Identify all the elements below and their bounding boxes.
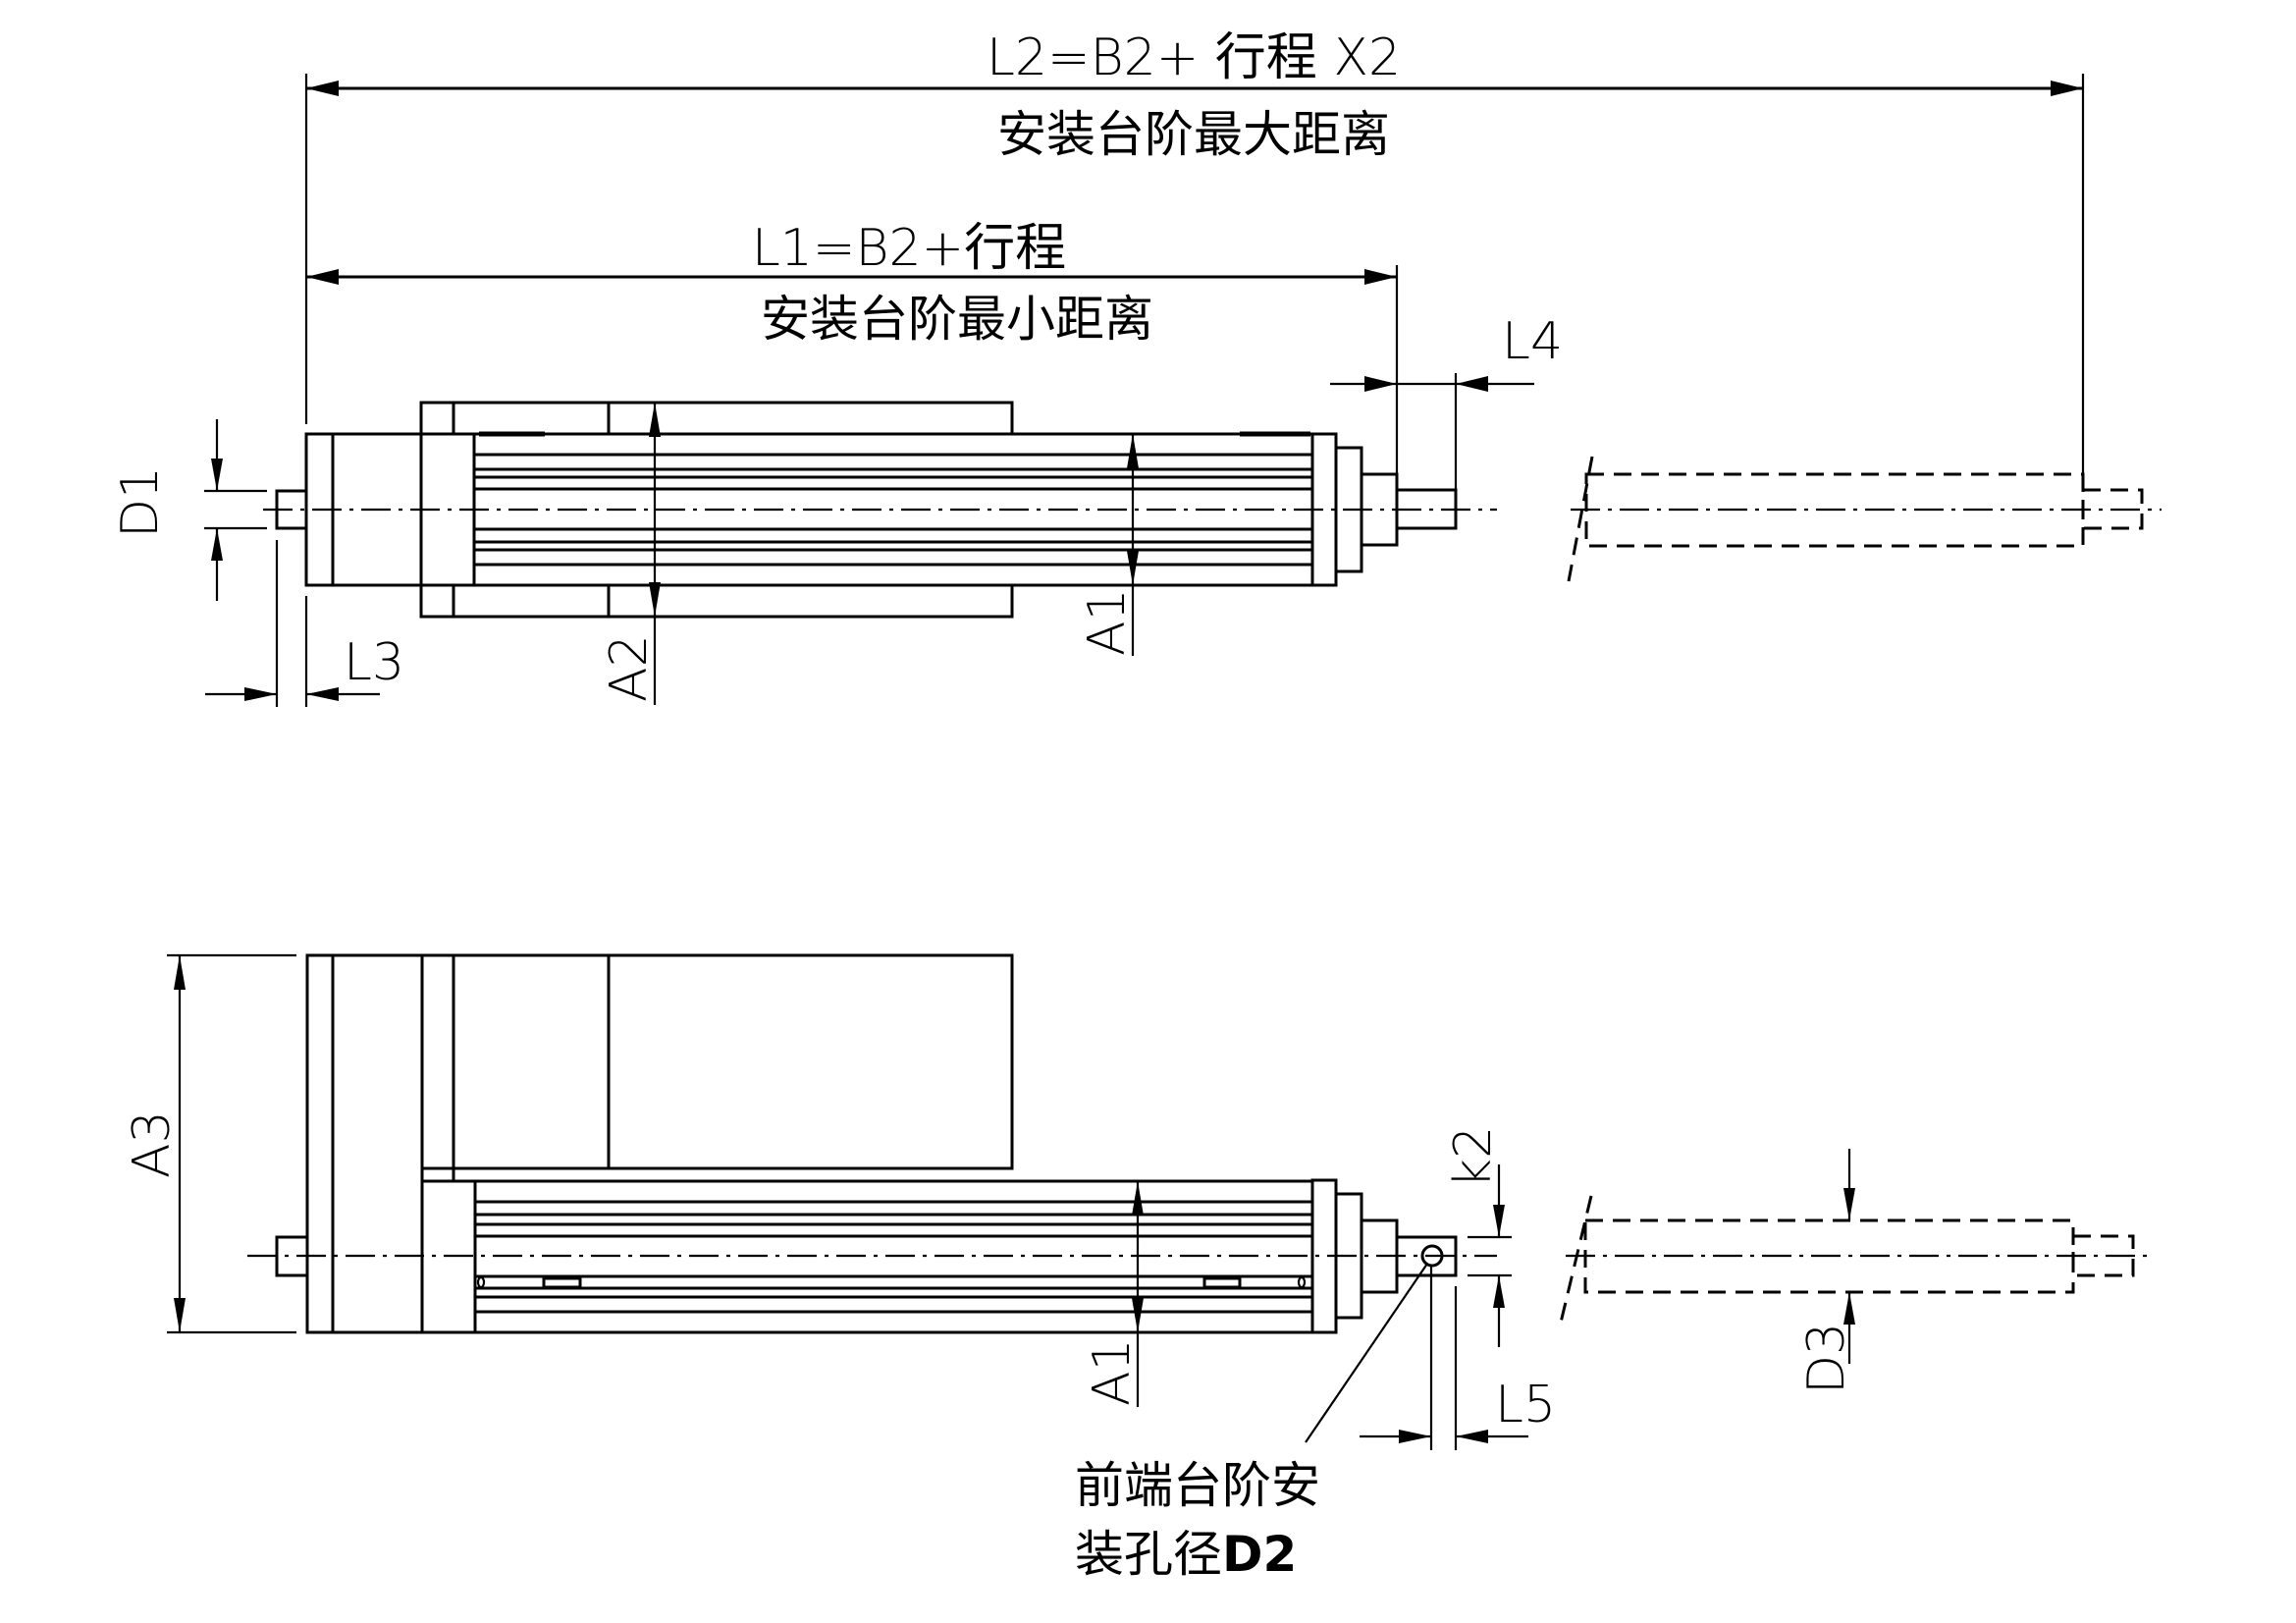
a1-dimension-side: A1 (1083, 1181, 1144, 1407)
a2-label: A2 (600, 634, 659, 702)
l3-arrow-left (244, 687, 277, 701)
d3-arrow-top (1843, 1188, 1855, 1220)
a1-arrow-top-side (1132, 1181, 1144, 1216)
rear-mount-plate (305, 953, 424, 1334)
l5-dimension: L5 (1360, 1266, 1556, 1450)
k2-label: k2 (1444, 1126, 1503, 1188)
d3-label: D3 (1797, 1323, 1856, 1394)
l5-arrow-right (1456, 1430, 1488, 1443)
screw-right-icon (1297, 1275, 1307, 1289)
a2-arrow-bottom (649, 582, 661, 617)
l2-arrow-left (306, 81, 339, 96)
l1-arrow-right (1364, 269, 1397, 285)
d1-dimension: D1 (111, 419, 267, 601)
d3-arrow-bottom (1843, 1292, 1855, 1325)
screw-left-icon (476, 1275, 486, 1289)
a1-arrow-bottom (1127, 551, 1139, 585)
l2-caption-label: 安装台阶最大距离 (997, 106, 1390, 163)
l2-arrow-right (2051, 81, 2083, 96)
l4-label: L4 (1502, 312, 1563, 371)
a1-arrow-top (1127, 434, 1139, 468)
l3-arrow-right (306, 687, 339, 701)
d1-arrow-bottom (211, 528, 223, 561)
break-line-side (1559, 1195, 1593, 1324)
side-view: A3 (123, 953, 2150, 1583)
note-line-1: 前端台阶安 (1075, 1457, 1320, 1514)
limit-switch-left (542, 1276, 582, 1289)
limit-switch-right (1202, 1276, 1242, 1289)
d1-arrow-top (211, 459, 223, 491)
l1-caption-label: 安装台阶最小距离 (761, 291, 1153, 348)
profile-fins-side (475, 1200, 1312, 1314)
motor-box (420, 953, 1014, 1170)
l1-arrow-left (306, 269, 339, 285)
l5-arrow-left (1399, 1430, 1431, 1443)
a1-label: A1 (1078, 588, 1137, 656)
l4-arrow-right (1456, 376, 1488, 392)
a2-arrow-top (649, 403, 661, 437)
l4-arrow-left (1364, 376, 1397, 392)
k2-arrow-bottom (1493, 1275, 1505, 1308)
l3-label: L3 (344, 633, 404, 692)
d3-dimension: D3 (1797, 1149, 1856, 1394)
l2-dimension: L2=B2+ 行程 X2 安装台阶最大距离 (304, 28, 2085, 474)
l1-formula-label: L1=B2+行程 (752, 219, 1066, 278)
hole-leader-line (1305, 1263, 1428, 1443)
note-line-2: 装孔径D2 (1075, 1526, 1297, 1583)
a1-arrow-bottom-side (1132, 1298, 1144, 1332)
l5-label: L5 (1495, 1376, 1556, 1434)
a3-dimension: A3 (123, 953, 296, 1334)
a1-dimension-top: A1 (1078, 434, 1139, 656)
a1-label-side: A1 (1083, 1338, 1142, 1406)
l3-dimension: L3 (205, 540, 404, 707)
break-line (1567, 456, 1594, 582)
l2-formula-label: L2=B2+ 行程 X2 (987, 28, 1401, 87)
a3-arrow-top (174, 955, 186, 990)
l1-dimension: L1=B2+行程 安装台阶最小距离 (306, 219, 1399, 474)
d1-label: D1 (111, 466, 170, 538)
note-line-2-d2: D2 (1222, 1526, 1297, 1583)
k2-dimension: k2 (1444, 1126, 1512, 1347)
a3-label: A3 (123, 1110, 182, 1178)
a3-arrow-bottom (174, 1298, 186, 1332)
note-line-2-prefix: 装孔径 (1075, 1526, 1222, 1583)
a2-dimension: A2 (600, 403, 661, 705)
top-view: L2=B2+ 行程 X2 安装台阶最大距离 L1=B2+行程 安装台阶最小距离 … (111, 28, 2162, 707)
l4-dimension: L4 (1330, 312, 1563, 490)
k2-arrow-top (1493, 1205, 1505, 1237)
profile-fins (474, 453, 1312, 567)
